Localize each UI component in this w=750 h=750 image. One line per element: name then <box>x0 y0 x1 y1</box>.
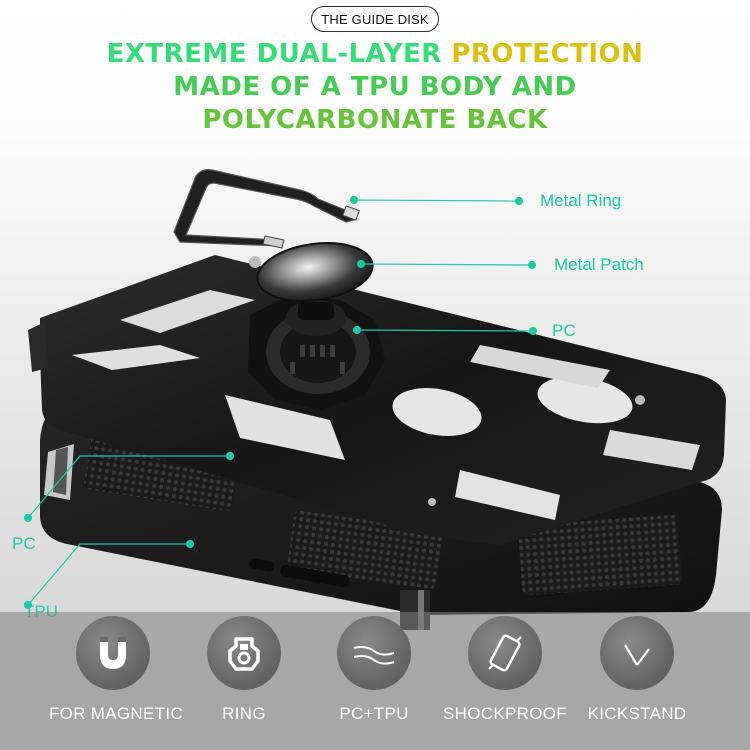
headline-line-1: EXTREME DUAL-LAYER PROTECTION <box>0 38 750 71</box>
feature-label-ring: RING <box>222 704 266 723</box>
headline-line-3: POLYCARBONATE BACK <box>202 105 548 135</box>
callout-metal-patch: Metal Patch <box>554 255 644 274</box>
callout-pc-upper: PC <box>552 321 576 340</box>
callout-pc-lower: PC <box>12 534 36 553</box>
feature-label-kickstand: KICKSTAND <box>587 704 687 723</box>
feature-pc-tpu: PC+TPU <box>310 616 438 724</box>
ring-holder-icon <box>207 616 281 690</box>
feature-magnetic: FOR MAGNETIC <box>49 616 183 724</box>
callout-leaders <box>23 195 538 610</box>
kickstand-icon <box>600 616 674 690</box>
callout-metal-ring: Metal Ring <box>540 191 622 210</box>
layers-icon <box>337 616 411 690</box>
feature-ring: RING <box>180 616 308 724</box>
pc-back-layer <box>28 255 726 545</box>
feature-label-magnetic: FOR MAGNETIC <box>49 704 183 723</box>
feature-label-shockproof: SHOCKPROOF <box>443 704 567 723</box>
feature-shockproof: SHOCKPROOF <box>441 616 569 724</box>
headline: EXTREME DUAL-LAYER PROTECTION MADE OF A … <box>0 38 750 137</box>
feature-label-pc-tpu: PC+TPU <box>339 704 409 723</box>
headline-line-2: MADE OF A TPU BODY AND <box>173 72 577 102</box>
headline-line-1-yellow: PROTECTION <box>451 39 644 69</box>
magnet-icon <box>76 616 150 690</box>
phone-shock-icon <box>468 616 542 690</box>
metal-ring-piece <box>173 169 360 249</box>
guide-disk-badge: THE GUIDE DISK <box>311 6 439 32</box>
headline-line-1-green: EXTREME DUAL-LAYER <box>106 39 452 69</box>
feature-kickstand: KICKSTAND <box>573 616 701 724</box>
